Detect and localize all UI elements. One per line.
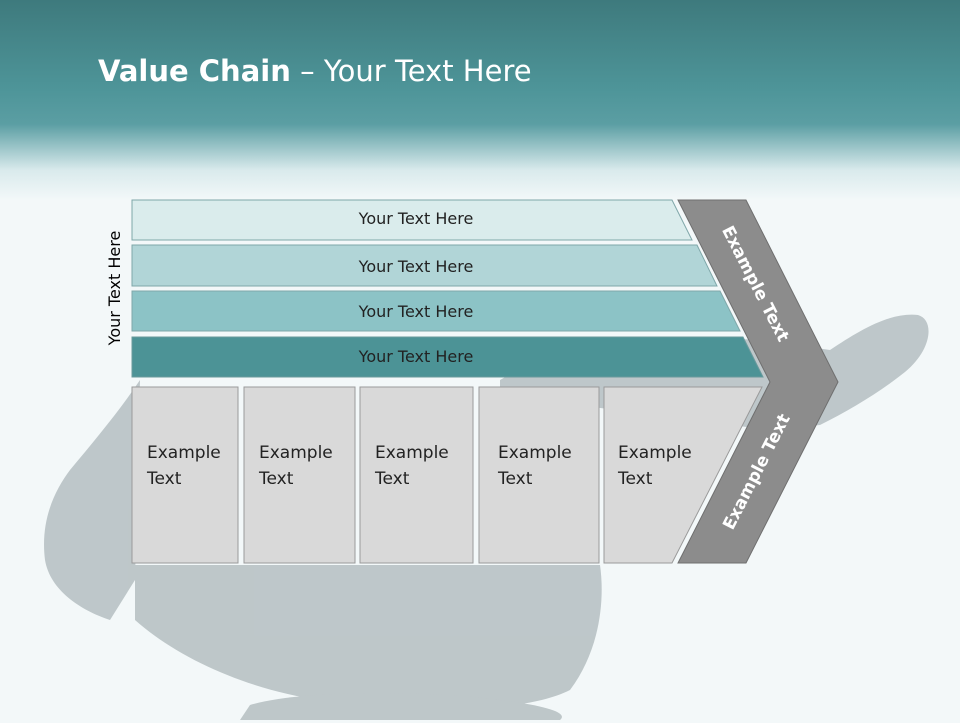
activity-box-4-line2: Text	[498, 469, 533, 489]
reflection	[0, 563, 960, 723]
band-1[interactable]	[131, 199, 693, 241]
boxes-group	[131, 386, 763, 564]
activity-box-1-label: Example Text	[147, 440, 221, 492]
activity-box-5-line2: Text	[618, 469, 653, 489]
activity-box-2[interactable]	[243, 386, 356, 564]
activity-box-3[interactable]	[359, 386, 474, 564]
activity-box-4[interactable]	[478, 386, 600, 564]
activity-box-5-line1: Example	[618, 443, 692, 463]
activity-box-2-line2: Text	[259, 469, 294, 489]
activity-box-1-line1: Example	[147, 443, 221, 463]
bands-group	[131, 199, 764, 378]
activity-box-2-label: Example Text	[259, 440, 333, 492]
activity-box-3-label: Example Text	[375, 440, 449, 492]
band-3-label: Your Text Here	[358, 302, 474, 321]
band-3[interactable]	[131, 290, 741, 332]
margin-chevron[interactable]	[677, 199, 839, 564]
band-4-label: Your Text Here	[358, 347, 474, 366]
activity-box-3-line1: Example	[375, 443, 449, 463]
band-1-label: Your Text Here	[358, 209, 474, 228]
activity-box-2-line1: Example	[259, 443, 333, 463]
header-band	[0, 0, 960, 200]
activity-box-1-line2: Text	[147, 469, 182, 489]
activity-box-5[interactable]	[603, 386, 763, 564]
activity-box-3-line2: Text	[375, 469, 410, 489]
slide-title[interactable]: Value Chain – Your Text Here	[98, 54, 532, 88]
title-separator: –	[290, 54, 324, 88]
activity-box-1[interactable]	[131, 386, 239, 564]
title-bold: Value Chain	[98, 54, 291, 88]
activity-box-4-label: Example Text	[498, 440, 572, 492]
activity-box-4-line1: Example	[498, 443, 572, 463]
band-2-label: Your Text Here	[358, 257, 474, 276]
band-4[interactable]	[131, 336, 764, 378]
title-subtitle: Your Text Here	[323, 54, 532, 88]
band-2[interactable]	[131, 244, 718, 287]
activity-box-5-label: Example Text	[618, 440, 692, 492]
